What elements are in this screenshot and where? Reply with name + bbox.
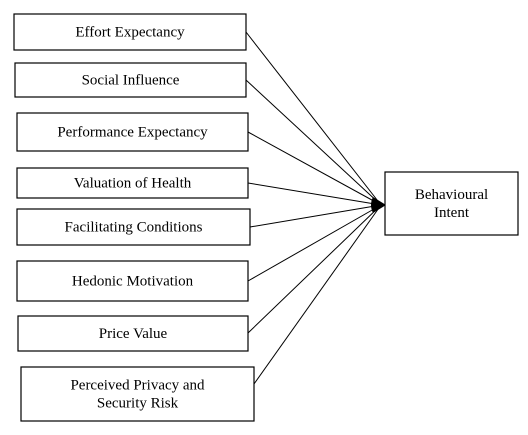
connector-social-influence bbox=[245, 79, 382, 206]
connectors bbox=[245, 31, 386, 385]
factor-label-valuation-of-health: Valuation of Health bbox=[74, 175, 192, 191]
connector-price-value bbox=[247, 204, 382, 334]
factor-box-facilitating-conditions bbox=[16, 208, 251, 246]
factor-valuation-of-health: Valuation of Health bbox=[16, 167, 249, 199]
factor-box-social-influence bbox=[14, 62, 247, 98]
factor-box-effort-expectancy bbox=[13, 13, 247, 51]
factor-label-performance-expectancy: Performance Expectancy bbox=[57, 124, 208, 140]
connector-facilitating-conditions bbox=[249, 204, 382, 228]
factor-label-perceived-privacy-and-security-risk-line-1: Perceived Privacy and bbox=[70, 377, 205, 393]
factor-label-facilitating-conditions: Facilitating Conditions bbox=[65, 219, 203, 235]
factor-price-value: Price Value bbox=[17, 315, 249, 352]
factor-label-price-value: Price Value bbox=[99, 326, 168, 342]
connector-perceived-privacy-and-security-risk bbox=[253, 204, 382, 385]
connector-effort-expectancy bbox=[245, 31, 382, 206]
factor-label-hedonic-motivation: Hedonic Motivation bbox=[72, 273, 194, 289]
factor-label-effort-expectancy: Effort Expectancy bbox=[75, 24, 185, 40]
factor-performance-expectancy: Performance Expectancy bbox=[16, 112, 249, 152]
factor-box-hedonic-motivation bbox=[16, 260, 249, 302]
factor-label-social-influence: Social Influence bbox=[82, 72, 180, 88]
connector-performance-expectancy bbox=[247, 131, 382, 206]
factor-box-perceived-privacy-and-security-risk bbox=[20, 366, 255, 422]
factor-box-valuation-of-health bbox=[16, 167, 249, 199]
factor-box-performance-expectancy bbox=[16, 112, 249, 152]
connector-valuation-of-health bbox=[247, 182, 382, 206]
factor-facilitating-conditions: Facilitating Conditions bbox=[16, 208, 251, 246]
factor-label-perceived-privacy-and-security-risk-line-2: Security Risk bbox=[97, 395, 179, 411]
arrowhead-icon bbox=[371, 197, 386, 213]
factor-hedonic-motivation: Hedonic Motivation bbox=[16, 260, 249, 302]
factor-box-price-value bbox=[17, 315, 249, 352]
behavioural-intent-label-line-2: Intent bbox=[434, 205, 470, 221]
factor-effort-expectancy: Effort Expectancy bbox=[13, 13, 247, 51]
factor-social-influence: Social Influence bbox=[14, 62, 247, 98]
behavioural-intent-box bbox=[384, 171, 519, 236]
connector-hedonic-motivation bbox=[247, 204, 382, 282]
behavioural-intent-label-line-1: Behavioural bbox=[415, 187, 488, 203]
